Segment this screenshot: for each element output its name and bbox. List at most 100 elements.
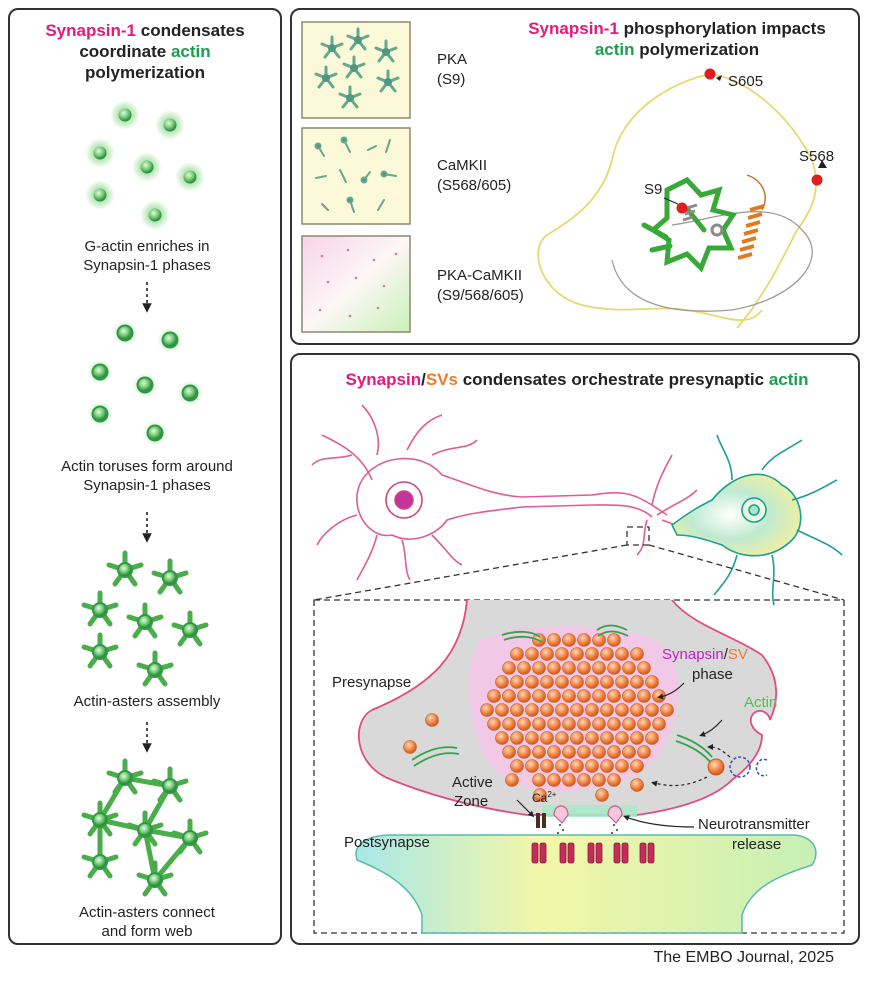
synaptic-vesicle bbox=[425, 713, 439, 727]
synaptic-vesicle bbox=[607, 717, 621, 731]
synaptic-vesicle bbox=[652, 717, 666, 731]
synaptic-vesicles bbox=[403, 633, 674, 802]
synaptic-vesicle bbox=[630, 647, 644, 661]
synaptic-vesicle bbox=[547, 661, 561, 675]
synaptic-vesicle bbox=[607, 633, 621, 647]
synaptic-vesicle bbox=[532, 661, 546, 675]
synaptic-vesicle bbox=[592, 689, 606, 703]
callout-arrows bbox=[516, 682, 723, 828]
synaptic-vesicle bbox=[517, 745, 531, 759]
zone-label: Zone bbox=[454, 793, 489, 810]
synaptic-vesicle bbox=[502, 689, 516, 703]
left-panel-drawing bbox=[10, 100, 284, 947]
s9-label: S9 bbox=[644, 181, 663, 198]
synaptic-vesicle bbox=[502, 661, 516, 675]
synaptic-vesicle bbox=[592, 661, 606, 675]
synaptic-vesicle bbox=[630, 759, 644, 773]
calcium-label: Ca2+ bbox=[532, 790, 557, 805]
synaptic-vesicle bbox=[540, 703, 554, 717]
step-label-4b: and form web bbox=[101, 923, 193, 940]
g-actin-droplets bbox=[85, 100, 205, 230]
step-label-1a: G-actin enriches in bbox=[84, 238, 210, 255]
camkii-label: CaMKII bbox=[437, 157, 488, 174]
synaptic-vesicle bbox=[615, 675, 629, 689]
vesicle-recycling bbox=[651, 744, 768, 787]
synaptic-vesicle bbox=[600, 759, 614, 773]
synaptic-vesicle bbox=[570, 703, 584, 717]
synaptic-vesicle bbox=[547, 689, 561, 703]
pka-camkii-site-label: (S9/568/605) bbox=[437, 287, 524, 304]
synaptic-vesicle bbox=[540, 731, 554, 745]
pka-site-label: (S9) bbox=[437, 71, 466, 88]
synaptic-vesicle bbox=[577, 745, 591, 759]
synaptic-vesicle bbox=[495, 731, 509, 745]
synaptic-vesicle bbox=[510, 759, 524, 773]
synaptic-vesicle bbox=[540, 647, 554, 661]
synaptic-vesicle bbox=[630, 731, 644, 745]
synaptic-vesicle bbox=[585, 731, 599, 745]
synaptic-vesicle bbox=[600, 703, 614, 717]
synaptic-vesicle bbox=[637, 689, 651, 703]
synaptic-vesicle bbox=[532, 717, 546, 731]
synaptic-vesicle bbox=[645, 703, 659, 717]
synaptic-vesicle bbox=[577, 717, 591, 731]
neuron-synapse-drawing bbox=[311, 404, 845, 934]
synaptic-vesicle bbox=[585, 703, 599, 717]
phosphorylation-drawing bbox=[301, 21, 827, 333]
synaptic-vesicle bbox=[562, 633, 576, 647]
synaptic-vesicle bbox=[525, 731, 539, 745]
synaptic-vesicle bbox=[645, 675, 659, 689]
synaptic-vesicle bbox=[510, 731, 524, 745]
synaptic-vesicle bbox=[533, 788, 547, 802]
synaptic-vesicle bbox=[600, 647, 614, 661]
pink-neuron bbox=[311, 404, 698, 581]
synaptic-vesicle bbox=[555, 703, 569, 717]
synaptic-vesicle bbox=[615, 647, 629, 661]
s568-site bbox=[811, 174, 823, 186]
synaptic-vesicle bbox=[510, 675, 524, 689]
postsynapse-shape bbox=[355, 834, 817, 934]
synaptic-vesicle bbox=[555, 731, 569, 745]
synaptic-vesicle bbox=[487, 689, 501, 703]
phosphorylation-panel: Synapsin-1 phosphorylation impacts actin… bbox=[290, 8, 860, 345]
synaptic-vesicle bbox=[622, 745, 636, 759]
synaptic-vesicle bbox=[547, 745, 561, 759]
synaptic-vesicle bbox=[592, 773, 606, 787]
synaptic-vesicle bbox=[607, 773, 621, 787]
synaptic-vesicle bbox=[607, 661, 621, 675]
active-label: Active bbox=[452, 774, 493, 791]
synaptic-vesicle bbox=[570, 647, 584, 661]
pka-camkii-condition-box bbox=[301, 235, 411, 333]
synaptic-vesicle bbox=[570, 675, 584, 689]
actin-web bbox=[84, 761, 206, 894]
synaptic-vesicle bbox=[562, 773, 576, 787]
journal-credit: The EMBO Journal, 2025 bbox=[653, 949, 834, 966]
synaptic-vesicle bbox=[622, 661, 636, 675]
teal-neuron bbox=[670, 434, 843, 606]
synaptic-vesicle bbox=[600, 675, 614, 689]
synaptic-vesicle bbox=[577, 773, 591, 787]
synaptic-vesicle bbox=[585, 647, 599, 661]
synaptic-vesicle bbox=[532, 773, 546, 787]
pka-label: PKA bbox=[437, 51, 468, 68]
synaptic-vesicle bbox=[600, 731, 614, 745]
postsynaptic-receptors bbox=[531, 842, 655, 864]
synaptic-vesicle bbox=[502, 717, 516, 731]
synaptic-vesicle bbox=[622, 689, 636, 703]
synaptic-vesicle bbox=[517, 661, 531, 675]
synaptic-vesicle bbox=[585, 759, 599, 773]
synaptic-vesicle bbox=[585, 675, 599, 689]
synaptic-vesicle bbox=[525, 647, 539, 661]
presynaptic-title: Synapsin/SVs condensates orchestrate pre… bbox=[345, 370, 809, 389]
synaptic-vesicle bbox=[637, 717, 651, 731]
synaptic-vesicle bbox=[577, 633, 591, 647]
actin-filaments bbox=[411, 624, 713, 767]
synaptic-vesicle bbox=[547, 773, 561, 787]
synaptic-vesicle bbox=[505, 773, 519, 787]
s568-label: S568 bbox=[799, 148, 835, 165]
synaptic-vesicle bbox=[615, 731, 629, 745]
synaptic-vesicle bbox=[510, 703, 524, 717]
synaptic-vesicle bbox=[592, 633, 606, 647]
presynaptic-panel: Synapsin/SVs condensates orchestrate pre… bbox=[290, 353, 860, 945]
actin-asters bbox=[84, 553, 206, 684]
